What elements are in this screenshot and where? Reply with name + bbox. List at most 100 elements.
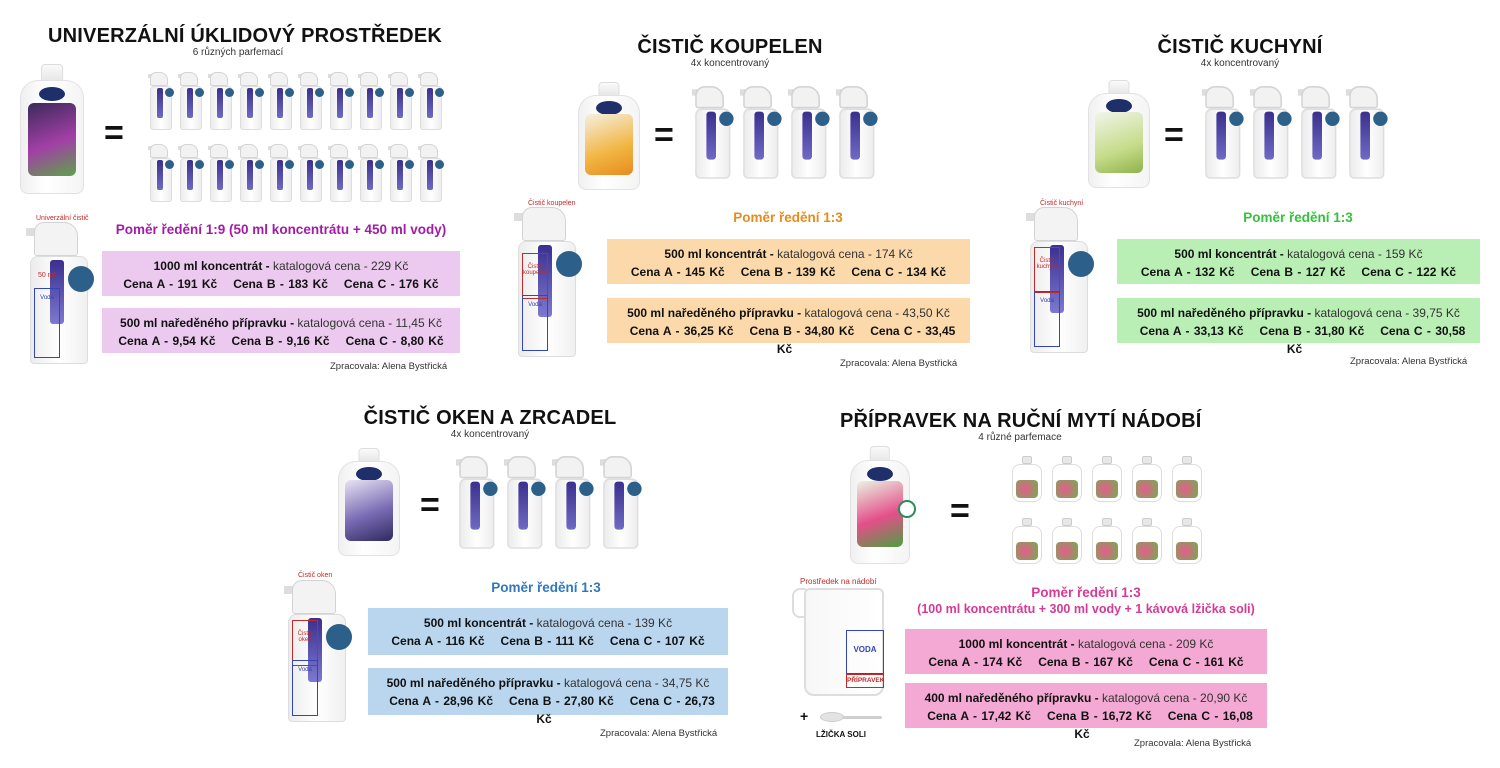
kitchen-box1-price-a: Cena A - 132 Kč — [1140, 265, 1235, 279]
spray-bottle-icon — [456, 456, 498, 549]
dish-jug-label: Prostředek na nádobí — [800, 577, 877, 586]
spray-bottle-icon — [238, 72, 264, 130]
kitchen-conc-label: Čistič kuchyní — [1034, 247, 1060, 293]
window-mini-spray-image: Čistič oken Voda — [284, 580, 352, 722]
window-mini-label: Čistič oken — [298, 572, 333, 579]
spray-bottle-icon — [298, 144, 324, 202]
universal-box2-price-c: Cena C - 8,80 Kč — [345, 334, 444, 348]
window-price-box-diluted: 500 ml naředěného přípravku - katalogová… — [368, 668, 728, 726]
window-equals: = — [420, 486, 440, 524]
bath-box2-price-c: Cena C - 33,45 Kč — [776, 324, 956, 356]
measuring-jug-image: VODA PŘÍPRAVEK — [792, 588, 884, 696]
kitchen-box2-price-b: Cena B - 31,80 Kč — [1259, 324, 1365, 338]
spray-bottle-icon — [788, 86, 830, 179]
spray-bottle-icon — [268, 144, 294, 202]
window-box2-price-c: Cena C - 26,73 Kč — [536, 694, 715, 726]
kitchen-box1-catalog: katalogová cena - 159 Kč — [1287, 247, 1423, 261]
kitchen-credit: Zpracovala: Alena Bystřická — [1350, 356, 1468, 367]
pump-bottle-icon — [1012, 518, 1042, 564]
spray-bottle-icon — [418, 72, 444, 130]
kitchen-box2-catalog: katalogová cena - 39,75 Kč — [1314, 306, 1460, 320]
universal-ratio: Poměr ředění 1:9 (50 ml koncentrátu + 45… — [115, 222, 447, 237]
spray-bottle-icon — [358, 144, 384, 202]
dish-pripravek-label: PŘÍPRAVEK — [846, 674, 884, 688]
bath-voda-label: Voda — [522, 295, 548, 351]
universal-voda-label: Voda — [34, 288, 60, 358]
window-box2-price-b: Cena B - 27,80 Kč — [509, 694, 614, 708]
dish-ratio: Poměr ředění 1:3 — [1031, 585, 1141, 600]
window-conc-label: Čistič oken — [292, 620, 318, 666]
window-ratio: Poměr ředění 1:3 — [491, 580, 601, 595]
bath-mini-label: Čistič koupelen — [528, 200, 576, 207]
window-subtitle: 4x koncentrovaný — [450, 429, 530, 440]
bath-box1-head: 500 ml koncentrát - — [664, 247, 774, 261]
pump-bottle-icon — [1132, 456, 1162, 502]
dish-box2-price-a: Cena A - 17,42 Kč — [927, 709, 1032, 723]
spray-bottle-icon — [328, 144, 354, 202]
dish-pump-grid — [1012, 456, 1222, 574]
kitchen-box1-head: 500 ml koncentrát - — [1174, 247, 1284, 261]
universal-subtitle: 6 různých parfemací — [192, 47, 284, 58]
pump-bottle-icon — [1052, 518, 1082, 564]
universal-mini-amount: 50 ml — [38, 272, 56, 279]
window-title: ČISTIČ OKEN A ZRCADEL — [363, 407, 617, 429]
kitchen-mini-label: Čistič kuchyní — [1040, 200, 1084, 207]
kitchen-box1-price-b: Cena B - 127 Kč — [1250, 265, 1346, 279]
spray-bottle-icon — [388, 72, 414, 130]
spray-bottle-icon — [328, 72, 354, 130]
bath-price-box-concentrate: 500 ml koncentrát - katalogová cena - 17… — [607, 239, 970, 284]
dish-box2-price-c: Cena C - 16,08 Kč — [1074, 709, 1253, 741]
kitchen-bottle-image — [1088, 80, 1150, 188]
window-bottle-image — [338, 448, 400, 556]
universal-mini-label: Univerzální čistič — [36, 215, 89, 222]
dish-price-box-concentrate: 1000 ml koncentrát - katalogová cena - 2… — [905, 629, 1267, 674]
dish-subtitle: 4 různé parfemace — [978, 432, 1062, 443]
kitchen-box1-price-c: Cena C - 122 Kč — [1361, 265, 1457, 279]
spray-bottle-icon — [692, 86, 734, 179]
pump-bottle-icon — [1172, 456, 1202, 502]
dish-plus: + — [800, 708, 809, 724]
kitchen-ratio: Poměr ředění 1:3 — [1243, 210, 1353, 225]
universal-box2-price-a: Cena A - 9,54 Kč — [118, 334, 216, 348]
bath-box1-price-a: Cena A - 145 Kč — [630, 265, 725, 279]
spray-bottle-icon — [238, 144, 264, 202]
dish-price-box-diluted: 400 ml naředěného přípravku - katalogová… — [905, 683, 1267, 741]
kitchen-box2-head: 500 ml naředěného přípravku - — [1137, 306, 1312, 320]
spray-bottle-icon — [1346, 86, 1388, 179]
dish-box1-catalog: katalogová cena - 209 Kč — [1077, 637, 1214, 651]
spray-bottle-icon — [552, 456, 594, 549]
kitchen-price-box-diluted: 500 ml naředěného přípravku - katalogová… — [1117, 298, 1480, 356]
pump-bottle-icon — [1052, 456, 1082, 502]
universal-box1-price-c: Cena C - 176 Kč — [343, 277, 439, 291]
spray-bottle-icon — [600, 456, 642, 549]
bath-box1-price-c: Cena C - 134 Kč — [851, 265, 947, 279]
bath-ratio: Poměr ředění 1:3 — [733, 210, 843, 225]
kitchen-price-box-concentrate: 500 ml koncentrát - katalogová cena - 15… — [1117, 239, 1480, 284]
bath-bottle-image — [578, 82, 640, 190]
salt-spoon-image — [820, 710, 884, 724]
dish-box2-catalog: katalogová cena - 20,90 Kč — [1101, 691, 1248, 705]
dish-box2-head: 400 ml naředěného přípravku - — [924, 691, 1099, 705]
pump-bottle-icon — [1172, 518, 1202, 564]
window-box2-head: 500 ml naředěného přípravku - — [386, 676, 561, 690]
window-voda-label: Voda — [292, 660, 318, 716]
dish-box1-price-a: Cena A - 174 Kč — [928, 655, 1023, 669]
spray-bottle-icon — [148, 144, 174, 202]
universal-box2-price-b: Cena B - 9,16 Kč — [231, 334, 330, 348]
pump-bottle-icon — [1012, 456, 1042, 502]
kitchen-subtitle: 4x koncentrovaný — [1200, 58, 1280, 69]
universal-price-box-concentrate: 1000 ml koncentrát - katalogová cena - 2… — [102, 251, 460, 296]
kitchen-box2-price-a: Cena A - 33,13 Kč — [1139, 324, 1244, 338]
universal-price-box-diluted: 500 ml naředěného přípravku - katalogová… — [102, 308, 460, 353]
dish-ratio-detail: (100 ml koncentrátu + 300 ml vody + 1 ká… — [917, 602, 1255, 616]
kitchen-box2-price-c: Cena C - 30,58 Kč — [1286, 324, 1466, 356]
universal-mini-spray-image: Voda — [26, 222, 94, 364]
universal-box1-price-b: Cena B - 183 Kč — [233, 277, 328, 291]
universal-credit: Zpracovala: Alena Bystřická — [330, 361, 448, 372]
spray-bottle-icon — [268, 72, 294, 130]
bath-mini-spray-image: Čistič koupelen Voda — [514, 207, 582, 357]
recycle-icon — [898, 500, 916, 518]
window-box2-catalog: katalogová cena - 34,75 Kč — [563, 676, 710, 690]
spray-bottle-icon — [148, 72, 174, 130]
pump-bottle-icon — [1132, 518, 1162, 564]
